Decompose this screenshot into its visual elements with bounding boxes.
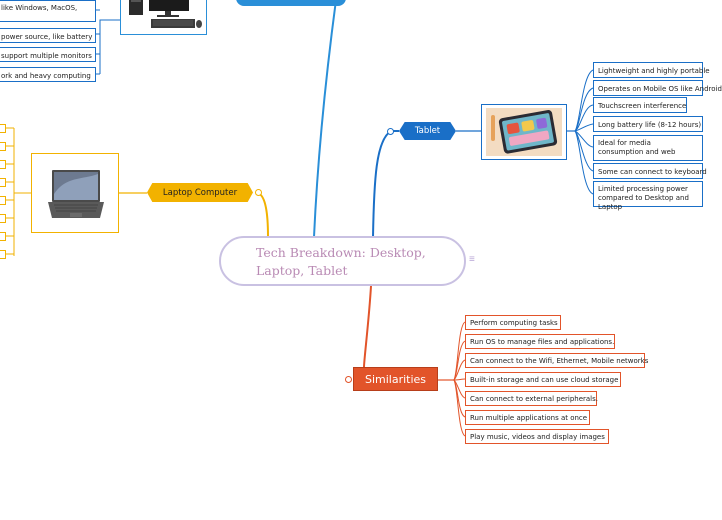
tablet-detail-7-text: Limited processing power compared to Des… <box>598 185 689 211</box>
central-topic-title: Tech Breakdown: Desktop, Laptop, Tablet <box>256 245 426 278</box>
similarity-detail-5-text: Can connect to external peripherals. <box>470 395 598 403</box>
tablet-detail-5-text: Ideal for media consumption and web <box>598 139 676 156</box>
laptop-icon <box>48 170 104 218</box>
laptop-detail-8[interactable] <box>0 250 6 259</box>
laptop-detail-4[interactable] <box>0 178 6 187</box>
laptop-detail-6[interactable] <box>0 214 6 223</box>
desktop-detail-4[interactable]: ork and heavy computing <box>0 67 96 82</box>
notes-icon[interactable]: ≡ <box>469 254 475 265</box>
tablet-detail-2[interactable]: Operates on Mobile OS like Android <box>593 80 722 96</box>
tablet-detail-6[interactable]: Some can connect to keyboard <box>593 163 707 179</box>
similarities-topic-label: Similarities <box>364 372 427 386</box>
tablet-detail-4-text: Long battery life (8-12 hours) <box>598 121 702 129</box>
similarity-detail-7-text: Play music, videos and display images <box>470 433 605 441</box>
similarity-detail-3-text: Can connect to the Wifi, Ethernet, Mobil… <box>470 357 649 365</box>
tablet-detail-3-text: Touchscreen interference <box>598 102 687 110</box>
laptop-detail-7[interactable] <box>0 232 6 241</box>
similarity-detail-2-text: Run OS to manage files and applications. <box>470 338 615 346</box>
similarity-detail-3[interactable]: Can connect to the Wifi, Ethernet, Mobil… <box>465 353 649 368</box>
tablet-image <box>481 104 567 160</box>
similarities-topic-node[interactable]: Similarities <box>353 367 438 391</box>
tablet-detail-1-text: Lightweight and highly portable <box>598 67 710 75</box>
desktop-detail-4-text: ork and heavy computing <box>1 72 91 80</box>
tablet-detail-1[interactable]: Lightweight and highly portable <box>593 62 710 78</box>
desktop-detail-2[interactable]: power source, like battery <box>0 28 96 43</box>
central-topic[interactable]: Tech Breakdown: Desktop, Laptop, Tablet <box>219 236 466 286</box>
similarity-detail-6-text: Run multiple applications at once <box>470 414 588 422</box>
laptop-detail-2[interactable] <box>0 142 6 151</box>
laptop-detail-5[interactable] <box>0 196 6 205</box>
laptop-detail-1[interactable] <box>0 124 6 133</box>
similarities-collapse-toggle[interactable] <box>345 376 352 383</box>
similarity-detail-6[interactable]: Run multiple applications at once <box>465 410 590 425</box>
desktop-detail-3[interactable]: support multiple monitors <box>0 47 96 62</box>
similarity-detail-4-text: Built-in storage and can use cloud stora… <box>470 376 619 384</box>
similarity-detail-4[interactable]: Built-in storage and can use cloud stora… <box>465 372 621 387</box>
tablet-detail-7[interactable]: Limited processing power compared to Des… <box>593 181 703 211</box>
tablet-detail-4[interactable]: Long battery life (8-12 hours) <box>593 116 703 132</box>
desktop-detail-1-text: like Windows, MacOS, <box>1 4 78 12</box>
desktop-detail-2-text: power source, like battery <box>1 33 93 41</box>
tablet-icon <box>486 108 562 156</box>
tablet-detail-2-text: Operates on Mobile OS like Android <box>598 85 722 93</box>
similarity-detail-1[interactable]: Perform computing tasks <box>465 315 561 330</box>
tablet-topic-label: Tablet <box>414 126 441 136</box>
tablet-topic-node[interactable]: Tablet <box>399 122 456 140</box>
tablet-collapse-toggle[interactable] <box>387 128 394 135</box>
laptop-topic-node[interactable]: Laptop Computer <box>147 183 253 202</box>
tablet-detail-5[interactable]: Ideal for media consumption and web <box>593 135 703 161</box>
tablet-detail-3[interactable]: Touchscreen interference <box>593 97 687 113</box>
desktop-topic-node[interactable] <box>236 0 346 6</box>
desktop-image <box>120 0 207 35</box>
laptop-topic-label: Laptop Computer <box>162 187 238 198</box>
desktop-detail-3-text: support multiple monitors <box>1 52 92 60</box>
connector-lines <box>6 0 594 437</box>
desktop-computer-icon <box>129 0 202 28</box>
similarity-detail-1-text: Perform computing tasks <box>470 319 558 327</box>
similarity-detail-7[interactable]: Play music, videos and display images <box>465 429 609 444</box>
laptop-image <box>31 153 119 233</box>
laptop-detail-3[interactable] <box>0 160 6 169</box>
similarity-detail-2[interactable]: Run OS to manage files and applications. <box>465 334 615 349</box>
similarity-detail-5[interactable]: Can connect to external peripherals. <box>465 391 598 406</box>
tablet-detail-6-text: Some can connect to keyboard <box>598 168 707 176</box>
laptop-collapse-toggle[interactable] <box>255 189 262 196</box>
desktop-detail-1[interactable]: like Windows, MacOS, <box>0 0 96 22</box>
